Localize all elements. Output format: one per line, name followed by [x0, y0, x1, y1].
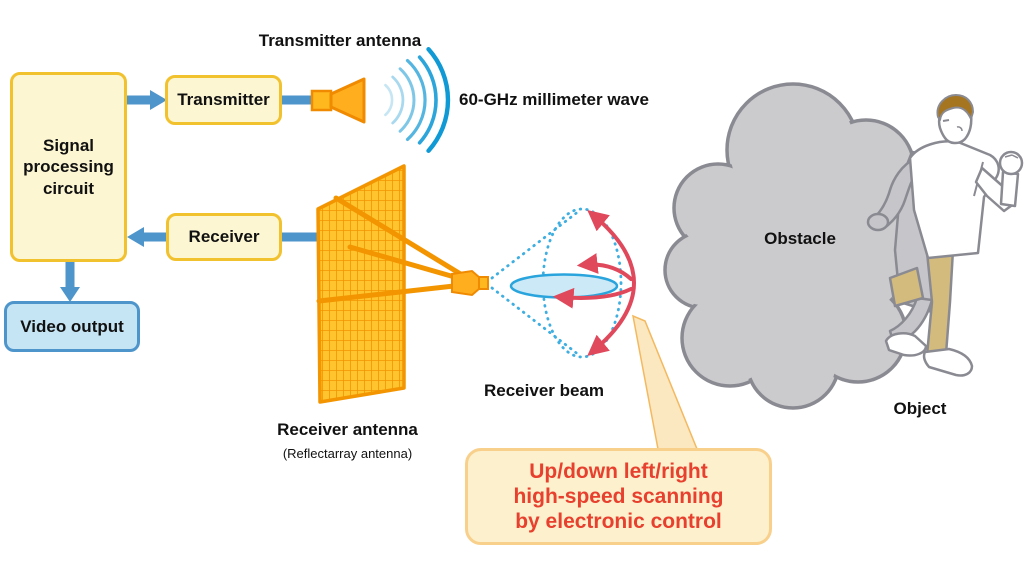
scan-arrows-icon	[552, 210, 636, 356]
signal-processing-circuit-box: Signal processing circuit	[10, 72, 127, 262]
object-label: Object	[893, 399, 947, 418]
scanning-callout: Up/down left/right high-speed scanning b…	[465, 448, 772, 545]
beam-ellipse	[509, 273, 619, 299]
reflectarray-panel-icon	[316, 164, 489, 404]
obstacle-label: Obstacle	[764, 229, 836, 248]
cloud-icon	[663, 82, 942, 410]
horn-antenna-icon	[310, 77, 366, 124]
receiver-beam-cone-icon	[490, 207, 623, 359]
video-output-box: Video output	[4, 301, 140, 352]
transmitter-antenna-label: Transmitter antenna	[258, 31, 422, 50]
millimeter-wave-label: 60-GHz millimeter wave	[459, 90, 649, 109]
feed-horn-icon	[451, 269, 489, 297]
receiver-box: Receiver	[166, 213, 282, 261]
running-person-icon	[866, 94, 1024, 377]
reflectarray-antenna-sublabel: (Reflectarray antenna)	[282, 446, 413, 461]
receiver-antenna-label: Receiver antenna	[277, 420, 418, 439]
receiver-beam-label: Receiver beam	[484, 381, 605, 400]
wave-arcs-icon	[384, 47, 451, 153]
transmitter-box: Transmitter	[165, 75, 282, 125]
